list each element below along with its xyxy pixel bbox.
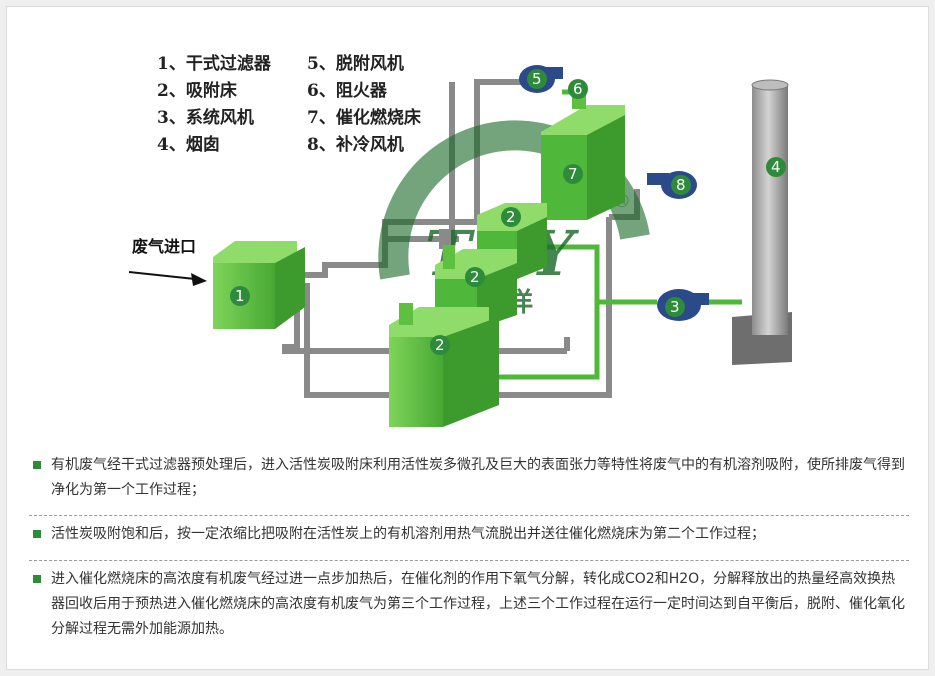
note-item: 有机废气经干式过滤器预处理后，进入活性炭吸附床利用活性炭多微孔及巨大的表面张力等…: [29, 447, 909, 515]
system-fan-number: 3: [670, 298, 680, 316]
bullet-icon: [33, 461, 41, 469]
bed-mid-number: 2: [470, 268, 480, 286]
dashed-divider: [29, 515, 909, 516]
content-card: 1、干式过滤器 2、吸附床 3、系统风机 4、烟囱 5、脱附风机 6、阻火器 7…: [6, 6, 929, 670]
desorption-fan: 5: [519, 65, 563, 93]
inlet-label: 废气进口: [132, 237, 196, 256]
legend-item-5: 5、脱附风机: [307, 53, 404, 74]
catalytic-bed-number: 7: [568, 165, 578, 183]
cooling-fan: 8: [647, 171, 697, 199]
chimney: 4: [732, 79, 792, 365]
filter-number: 1: [235, 287, 245, 305]
inlet: 废气进口: [128, 237, 207, 286]
system-fan: 3: [657, 289, 709, 321]
cooling-fan-number: 8: [676, 176, 686, 194]
process-notes: 有机废气经干式过滤器预处理后，进入活性炭吸附床利用活性炭多微孔及巨大的表面张力等…: [29, 447, 909, 657]
legend-item-6: 6、阻火器: [307, 81, 388, 101]
legend-item-8: 8、补冷风机: [307, 134, 404, 155]
note-text: 进入催化燃烧床的高浓度有机废气经过进一点步加热后，在催化剂的作用下氧气分解，转化…: [51, 571, 905, 637]
note-item: 活性炭吸附饱和后，按一定浓缩比把吸附在活性炭上的有机溶剂用热气流脱出并送往催化燃…: [29, 516, 909, 560]
bullet-icon: [33, 575, 41, 583]
process-diagram: 1、干式过滤器 2、吸附床 3、系统风机 4、烟囱 5、脱附风机 6、阻火器 7…: [128, 53, 792, 427]
legend: 1、干式过滤器 2、吸附床 3、系统风机 4、烟囱 5、脱附风机 6、阻火器 7…: [157, 53, 422, 155]
bullet-icon: [33, 530, 41, 538]
note-text: 活性炭吸附饱和后，按一定浓缩比把吸附在活性炭上的有机溶剂用热气流脱出并送往催化燃…: [51, 526, 765, 542]
bed-low-number: 2: [435, 336, 445, 354]
note-text: 有机废气经干式过滤器预处理后，进入活性炭吸附床利用活性炭多微孔及巨大的表面张力等…: [51, 457, 905, 498]
bed-top-number: 2: [506, 208, 516, 226]
dashed-divider: [29, 560, 909, 561]
legend-item-4: 4、烟囱: [157, 134, 220, 155]
note-item: 进入催化燃烧床的高浓度有机废气经过进一点步加热后，在催化剂的作用下氧气分解，转化…: [29, 561, 909, 657]
flame-arrester-number: 6: [573, 80, 583, 98]
legend-item-7: 7、催化燃烧床: [307, 107, 422, 128]
legend-item-2: 2、吸附床: [157, 80, 238, 101]
legend-item-1: 1、干式过滤器: [157, 53, 272, 74]
desorption-fan-number: 5: [532, 70, 542, 88]
chimney-number: 4: [771, 158, 781, 176]
adsorption-bed-low: 2: [389, 303, 499, 427]
legend-item-3: 3、系统风机: [157, 107, 254, 128]
dry-filter: 1: [213, 241, 305, 329]
catalytic-bed: 6 7: [541, 79, 625, 220]
